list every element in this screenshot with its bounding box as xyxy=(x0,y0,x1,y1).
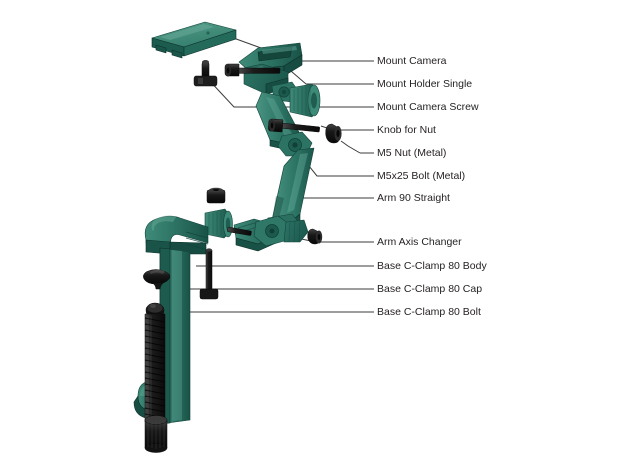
leader-base-c-clamp-cap xyxy=(162,282,358,290)
callout-label-mount-holder-single: Mount Holder Single xyxy=(377,78,472,90)
part-m5-nut-upper xyxy=(325,123,342,144)
part-mount-camera-screw xyxy=(193,60,218,87)
callout-mount-camera-screw: Mount Camera Screw xyxy=(358,101,479,113)
callout-arm-axis-changer: Arm Axis Changer xyxy=(356,236,462,248)
callout-base-c-clamp-80-body: Base C-Clamp 80 Body xyxy=(356,260,487,272)
callout-base-c-clamp-80-bolt: Base C-Clamp 80 Bolt xyxy=(356,306,481,318)
callout-label-base-c-clamp-80-body: Base C-Clamp 80 Body xyxy=(377,260,487,272)
callout-base-c-clamp-80-cap: Base C-Clamp 80 Cap xyxy=(358,283,482,295)
part-m5x25-bolt-lower xyxy=(268,118,320,133)
part-knob-for-nut-lower xyxy=(204,208,233,239)
callout-label-arm-axis-changer: Arm Axis Changer xyxy=(377,236,462,248)
callout-label-mount-camera-screw: Mount Camera Screw xyxy=(377,101,479,113)
callout-labels: Mount Camera Mount Holder Single Mount C… xyxy=(356,55,487,318)
callout-label-arm-90-straight: Arm 90 Straight xyxy=(377,192,450,204)
part-mount-camera-plate xyxy=(151,21,237,59)
callout-mount-camera: Mount Camera xyxy=(360,55,447,67)
leader-m5-nut xyxy=(340,140,361,154)
callout-m5x25-bolt-metal: M5x25 Bolt (Metal) xyxy=(356,170,465,182)
callout-label-mount-camera: Mount Camera xyxy=(377,55,447,67)
callout-label-base-c-clamp-80-cap: Base C-Clamp 80 Cap xyxy=(377,283,482,295)
part-m5-nut-lower xyxy=(206,187,226,204)
callout-label-m5-nut-metal: M5 Nut (Metal) xyxy=(377,147,446,159)
part-clamp-side-bolt xyxy=(199,248,219,300)
part-arm-axis-changer xyxy=(233,215,323,252)
callout-arm-90-straight: Arm 90 Straight xyxy=(356,192,450,204)
callout-m5-nut-metal: M5 Nut (Metal) xyxy=(360,147,446,159)
part-base-c-clamp-bolt xyxy=(144,302,168,453)
callout-label-m5x25-bolt-metal: M5x25 Bolt (Metal) xyxy=(377,170,465,182)
callout-label-knob-for-nut: Knob for Nut xyxy=(377,124,436,136)
callout-knob-for-nut: Knob for Nut xyxy=(356,124,436,136)
callout-label-base-c-clamp-80-bolt: Base C-Clamp 80 Bolt xyxy=(377,306,481,318)
part-m5x25-bolt-upper xyxy=(224,63,281,77)
part-knob-for-nut-upper xyxy=(289,83,321,118)
part-knob-bolt-lower xyxy=(227,226,252,236)
part-base-c-clamp-cap xyxy=(143,269,171,290)
callout-mount-holder-single: Mount Holder Single xyxy=(358,78,472,90)
